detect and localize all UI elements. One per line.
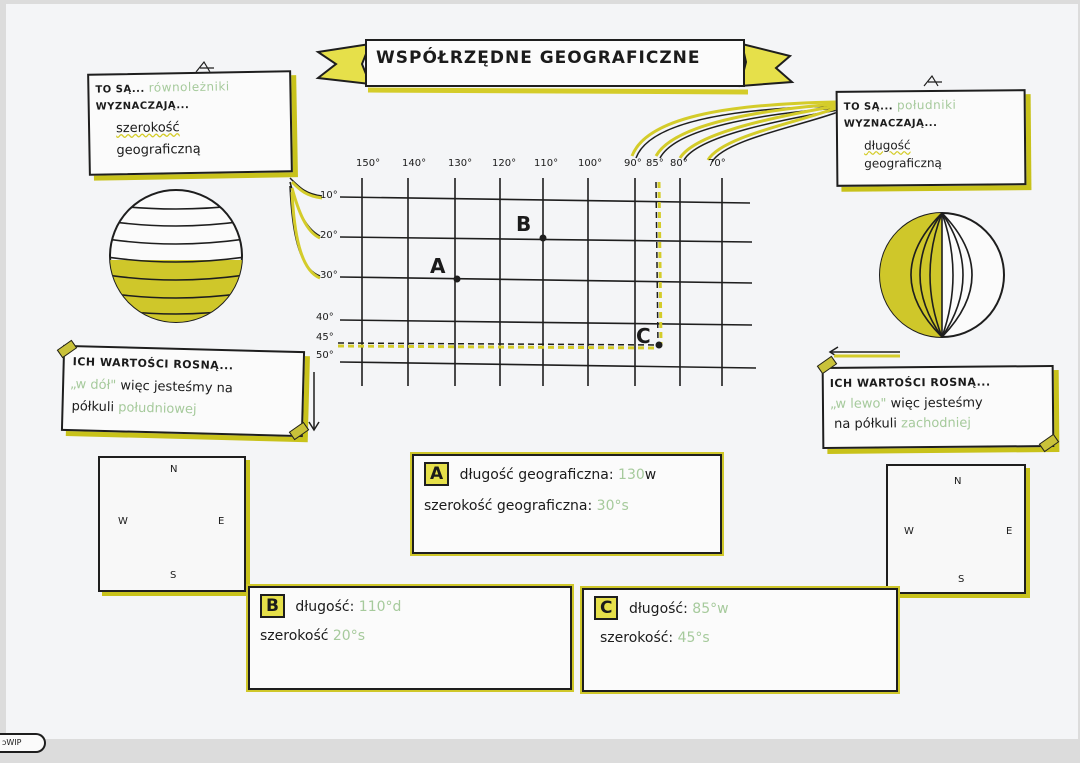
meridians-box-line3: długość: [864, 138, 911, 153]
point-b-card: B długość: 110°d szerokość 20°s: [246, 584, 574, 692]
latitude-rule-prefix: półkuli: [71, 399, 115, 416]
latitude-rule-rest: więc jesteśmy na: [120, 378, 234, 397]
longitude-tick: 85°: [646, 158, 664, 169]
down-arrow-decoration: [308, 372, 320, 432]
longitude-tick: 100°: [578, 158, 603, 169]
title-banner: [315, 39, 795, 95]
point-c-card: C długość: 85°w szerokość: 45°s: [580, 586, 900, 694]
longitude-tick: 140°: [402, 158, 427, 169]
meridians-info-box: TO SĄ... południki WYZNACZAJĄ... długość…: [835, 89, 1027, 187]
longitude-rule-quote: „w lewo": [829, 396, 887, 412]
parallels-box-value: równoleżniki: [148, 79, 230, 95]
meridians-box-value: południki: [896, 97, 957, 113]
longitude-tick: 70°: [708, 158, 726, 169]
latitude-rule-quote: „w dół": [69, 377, 117, 394]
point-c-lon-value: 85°w: [692, 601, 729, 617]
latitude-rule-value: południowej: [117, 400, 197, 418]
compass-left-n: N: [170, 464, 178, 475]
longitude-tick: 130°: [448, 158, 473, 169]
longitude-pointer-lines: [630, 100, 839, 163]
point-b-lon-value: 110°d: [358, 599, 402, 615]
compass-left-e: E: [218, 516, 225, 527]
point-c-lat-value: 45°s: [677, 630, 710, 646]
latitude-tick: 10°: [320, 190, 338, 201]
meridians-box-line2: WYZNACZAJĄ...: [843, 117, 938, 130]
longitude-rule-box: ICH WARTOŚCI ROSNĄ... „w lewo" więc jest…: [821, 364, 1055, 450]
compass-right-w: W: [904, 526, 914, 537]
point-c-guides: [337, 181, 663, 350]
globe-meridians-illustration: [879, 212, 1005, 338]
point-b-lat-label: szerokość: [260, 628, 329, 644]
point-b-dot: [539, 234, 547, 242]
corner-tab: ɔWIP: [0, 733, 46, 753]
latitude-rule-box: ICH WARTOŚCI ROSNĄ... „w dół" więc jeste…: [60, 344, 306, 438]
longitude-tick: 90°: [624, 158, 642, 169]
point-a-lon-value: 130: [618, 467, 645, 483]
point-a-lat-label: szerokość geograficzna:: [424, 498, 593, 514]
parallels-box-line2: WYZNACZAJĄ...: [95, 100, 190, 113]
parallels-box-prefix: TO SĄ...: [95, 83, 145, 96]
grid-points: [453, 234, 663, 349]
compass-left-w: W: [118, 516, 128, 527]
point-a-card: A długość geograficzna: 130w szerokość g…: [410, 452, 724, 556]
point-b-badge: B: [260, 594, 285, 618]
longitude-tick: 110°: [534, 158, 559, 169]
point-a-label: A: [430, 254, 446, 278]
compass-right: N S W E: [886, 464, 1026, 594]
left-arrow-decoration: [828, 346, 900, 358]
page-title: WSPÓŁRZĘDNE GEOGRAFICZNE: [376, 48, 701, 68]
point-c-lon-label: długość:: [628, 601, 688, 617]
point-b-label: B: [516, 212, 532, 236]
latitude-tick: 50°: [316, 350, 334, 361]
globe-parallels-illustration: [109, 189, 243, 323]
compass-right-n: N: [954, 476, 962, 487]
coordinate-grid: [339, 178, 757, 386]
point-c-lat-label: szerokość:: [600, 630, 674, 646]
compass-right-e: E: [1006, 526, 1013, 537]
longitude-rule-rest: więc jesteśmy: [890, 395, 983, 412]
point-c-badge: C: [594, 596, 619, 620]
compass-left: N S W E: [98, 456, 246, 592]
point-b-lat-value: 20°s: [332, 628, 365, 644]
latitude-rule-line1: ICH WARTOŚCI ROSNĄ...: [72, 355, 234, 373]
point-a-lat-value: 30°s: [596, 498, 629, 514]
longitude-rule-prefix: na półkuli: [834, 416, 898, 432]
point-c-label: C: [636, 324, 651, 348]
longitude-rule-value: zachodniej: [901, 415, 972, 432]
longitude-tick: 80°: [670, 158, 688, 169]
compass-left-s: S: [170, 570, 177, 581]
latitude-tick: 45°: [316, 332, 334, 343]
pen-mark-decoration: [195, 60, 942, 87]
point-a-badge: A: [424, 462, 450, 486]
latitude-tick: 20°: [320, 230, 338, 241]
parallels-info-box: TO SĄ... równoleżniki WYZNACZAJĄ... szer…: [87, 70, 293, 176]
point-a-lon-label: długość geograficzna:: [459, 467, 614, 483]
latitude-pointer-lines: [289, 177, 323, 280]
point-a-dot: [453, 275, 461, 283]
compass-right-s: S: [958, 574, 965, 585]
longitude-tick: 150°: [356, 158, 381, 169]
longitude-tick: 120°: [492, 158, 517, 169]
latitude-tick: 40°: [316, 312, 334, 323]
point-c-dot: [655, 341, 663, 349]
longitude-rule-line1: ICH WARTOŚCI ROSNĄ...: [829, 375, 991, 390]
point-b-lon-label: długość:: [295, 599, 355, 615]
meridians-box-prefix: TO SĄ...: [843, 101, 894, 113]
parallels-box-line4: geograficzną: [116, 141, 201, 159]
point-a-lon-suffix: w: [644, 467, 657, 483]
latitude-tick: 30°: [320, 270, 338, 281]
parallels-box-line3: szerokość: [115, 120, 180, 137]
meridians-box-line4: geograficzną: [864, 155, 942, 171]
